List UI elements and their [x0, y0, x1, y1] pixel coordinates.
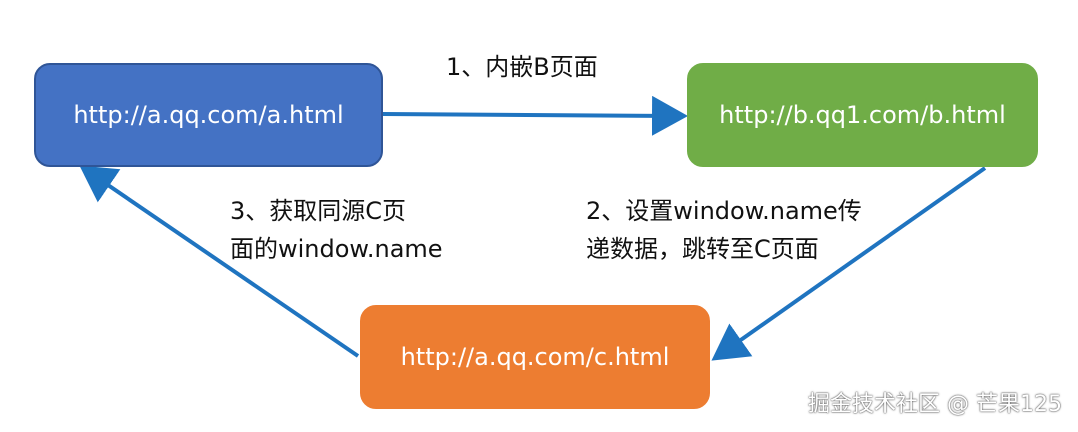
step1-line1: 1、内嵌B页面	[446, 53, 598, 81]
arrow-c-to-a	[79, 165, 360, 358]
node-page-c: http://a.qq.com/c.html	[360, 305, 710, 409]
step3-line2: 面的window.name	[230, 235, 443, 263]
step2-label: 2、设置window.name传 递数据，跳转至C页面	[586, 192, 862, 268]
node-page-b-label: http://b.qq1.com/b.html	[719, 101, 1006, 129]
node-page-b: http://b.qq1.com/b.html	[687, 63, 1038, 167]
node-page-a: http://a.qq.com/a.html	[34, 63, 383, 167]
node-page-c-label: http://a.qq.com/c.html	[400, 343, 670, 371]
step2-line2: 递数据，跳转至C页面	[586, 235, 819, 263]
step1-label: 1、内嵌B页面	[446, 48, 598, 86]
step3-label: 3、获取同源C页 面的window.name	[230, 192, 443, 268]
step3-line1: 3、获取同源C页	[230, 197, 407, 225]
arrow-a-to-b	[382, 95, 688, 136]
arrow-b-to-c	[711, 166, 987, 361]
step2-line1: 2、设置window.name传	[586, 197, 862, 225]
watermark: 掘金技术社区 @ 芒果125	[808, 392, 1062, 417]
node-page-a-label: http://a.qq.com/a.html	[73, 101, 344, 129]
